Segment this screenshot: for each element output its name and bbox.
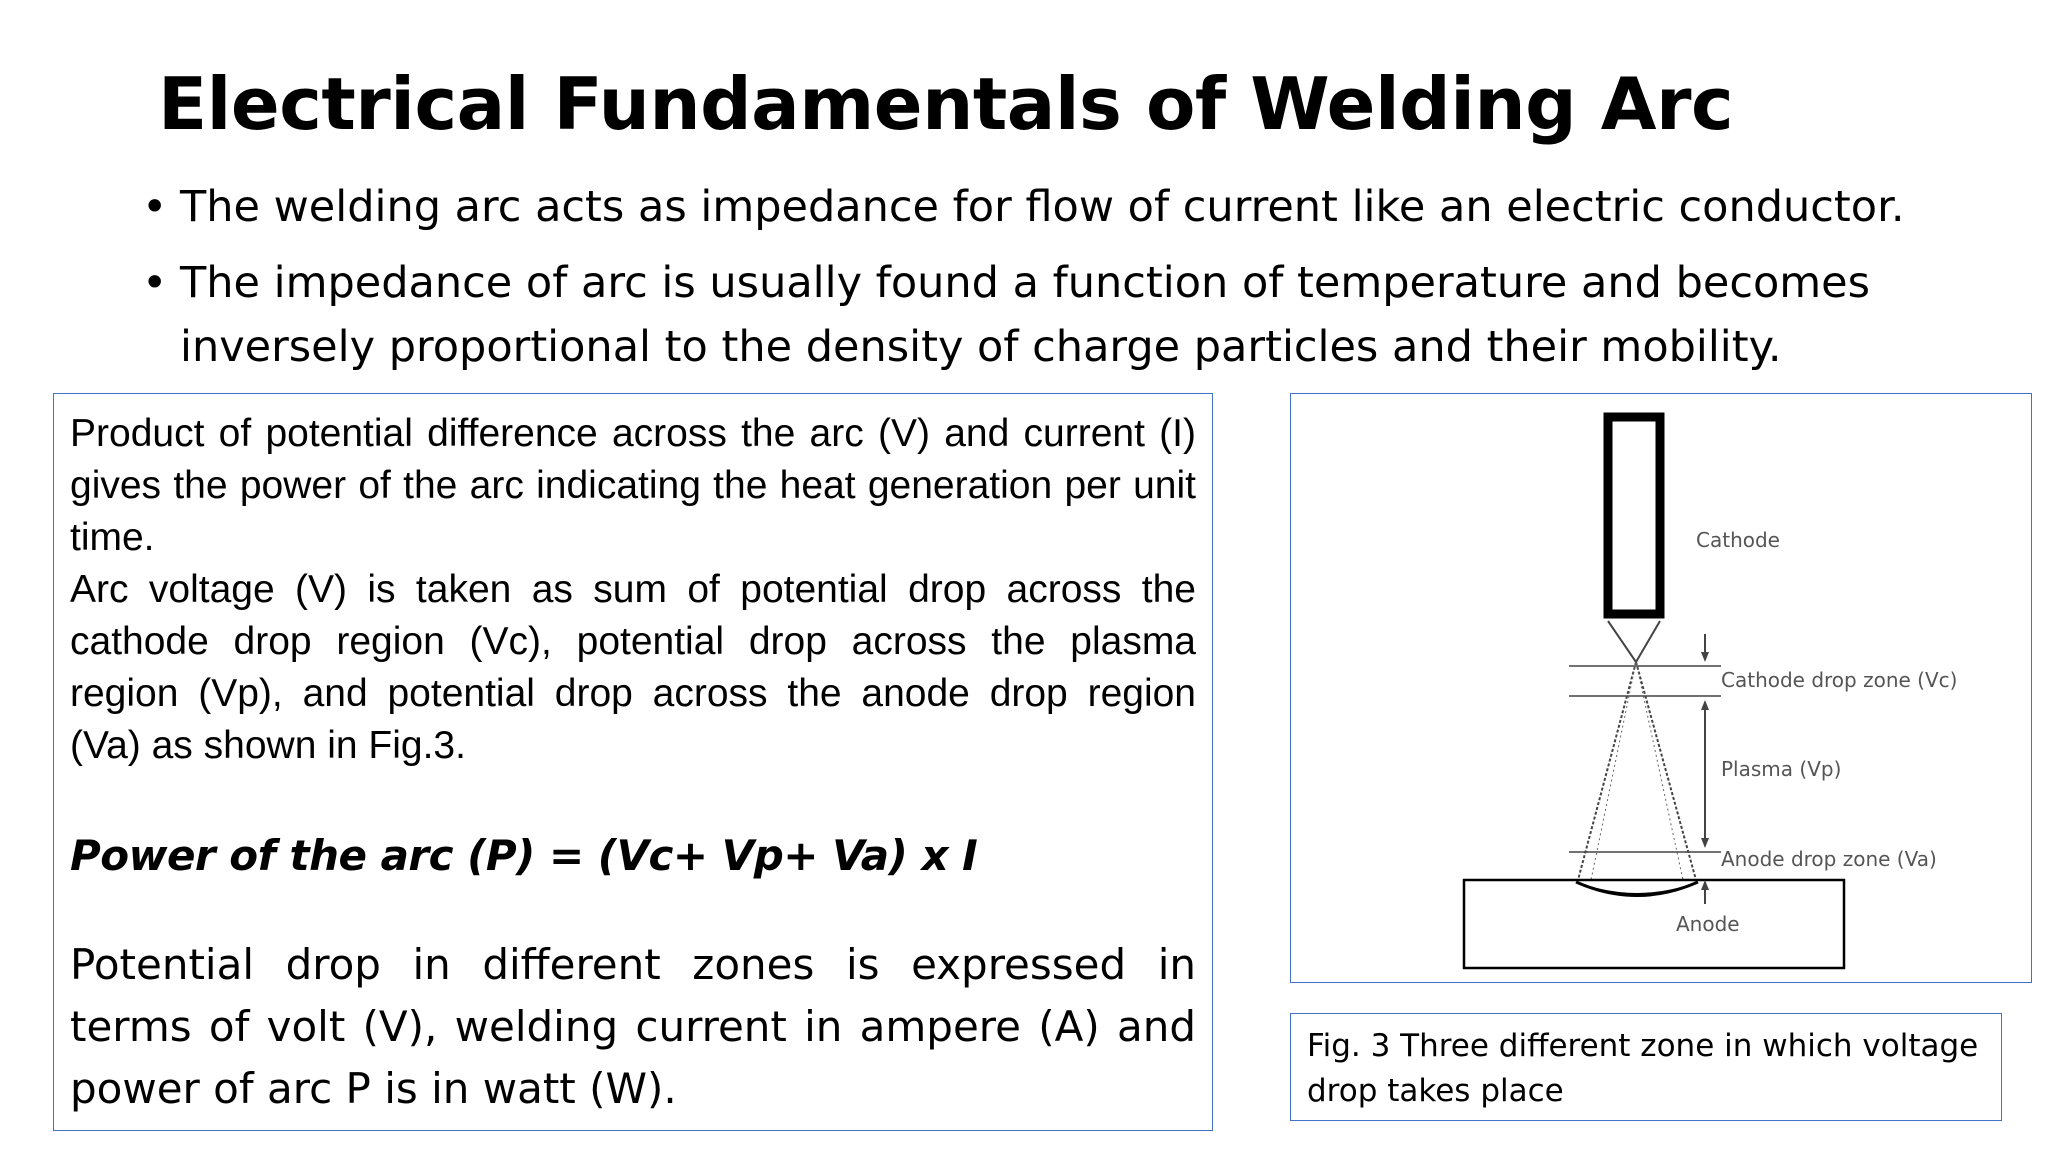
arc-voltage-paragraph: Arc voltage (V) is taken as sum of poten… [70, 568, 1196, 767]
cathode-drop-label: Cathode drop zone (Vc) [1721, 668, 1957, 692]
power-paragraph: Product of potential difference across t… [70, 412, 1196, 559]
arc-zone-diagram: Cathode Cathode drop zone (Vc) Plasma (V… [1462, 412, 1957, 970]
units-paragraph: Potential drop in different zones is exp… [70, 940, 1196, 1113]
anode-label: Anode [1676, 912, 1740, 936]
bullet-item: • The impedance of arc is usually found … [138, 251, 2018, 379]
arc-inner-right [1635, 661, 1684, 881]
bullet-list: • The welding arc acts as impedance for … [138, 175, 2018, 391]
cathode-drop-arrowhead [1701, 652, 1709, 662]
cathode-electrode [1603, 412, 1665, 619]
bullet-dot-icon: • [142, 182, 168, 232]
slide-title: Electrical Fundamentals of Welding Arc [158, 62, 1734, 146]
anode-drop-arrowhead [1701, 880, 1709, 890]
anode-workpiece [1462, 878, 1846, 970]
bullet-dot-icon: • [142, 258, 168, 308]
bullet-item: • The welding arc acts as impedance for … [138, 175, 2018, 239]
anode-drop-label: Anode drop zone (Va) [1721, 847, 1937, 871]
figure-caption: Fig. 3 Three different zone in which vol… [1290, 1013, 2002, 1121]
arc-inner-left [1590, 661, 1637, 881]
arc-zone-figure: Cathode Cathode drop zone (Vc) Plasma (V… [1290, 393, 2032, 983]
weld-pool-inner [1585, 885, 1689, 895]
bullet-text: The impedance of arc is usually found a … [180, 258, 1871, 372]
cathode-label: Cathode [1696, 528, 1780, 552]
plasma-arrow-bottom [1701, 838, 1709, 848]
bullet-text: The welding arc acts as impedance for fl… [180, 182, 1905, 232]
explanation-box: Product of potential difference across t… [53, 393, 1213, 1131]
electrode-tip-left [1607, 620, 1637, 663]
plasma-label: Plasma (Vp) [1721, 757, 1841, 781]
electrode-tip-right [1635, 620, 1661, 663]
arc-cone-right [1635, 661, 1697, 881]
arc-cone-left [1577, 661, 1637, 881]
power-formula: Power of the arc (P) = (Vc+ Vp+ Va) x I [70, 831, 978, 880]
plasma-arrow-top [1701, 700, 1709, 710]
